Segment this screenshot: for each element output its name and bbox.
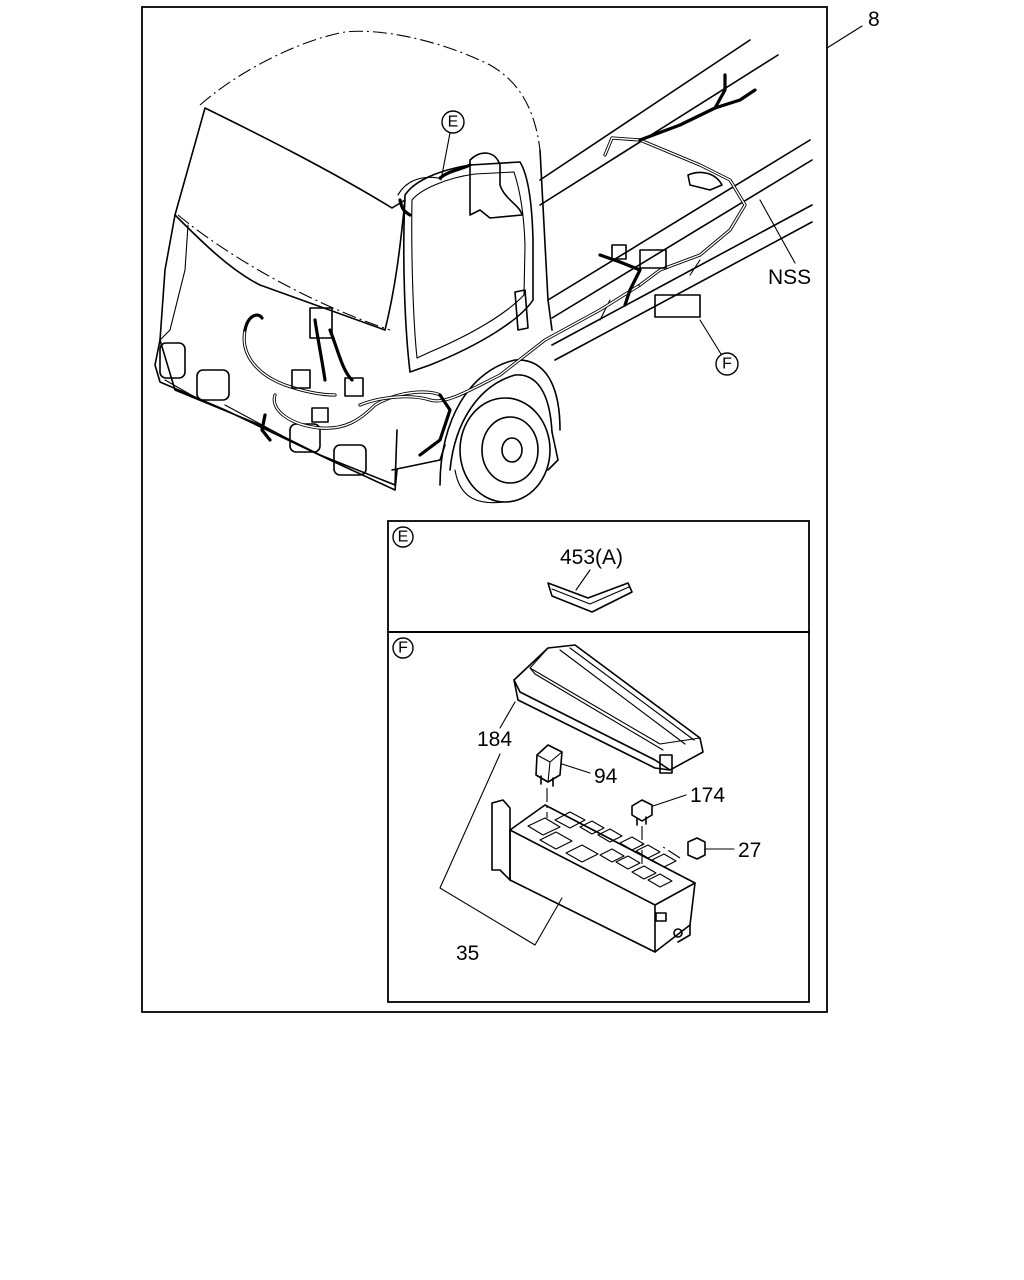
- fuse-27-drop-line: [659, 844, 681, 859]
- detail-panel-f: [387, 631, 810, 1003]
- fuse-27-part: [687, 837, 706, 860]
- callout-e-circle: [441, 110, 465, 134]
- callout-f-letter: F: [722, 356, 732, 373]
- part-27-label: 27: [738, 839, 761, 862]
- part-453a-leader: [575, 569, 591, 591]
- callout-e-letter: E: [448, 114, 459, 131]
- part-94-label: 94: [594, 765, 618, 788]
- page-ref-leader: [826, 25, 863, 49]
- callout-e-leader: [440, 132, 451, 181]
- fusebox-cover: [513, 644, 704, 774]
- detail-panel-e: [387, 520, 810, 633]
- fusebox-base: [491, 799, 696, 953]
- relay-leader: [561, 763, 591, 774]
- assembly-leader: [439, 753, 563, 946]
- fuse-174-part: [631, 799, 653, 826]
- part-174-label: 174: [690, 784, 725, 807]
- panel-e-tag-circle: [392, 526, 414, 548]
- outer-frame: [141, 6, 828, 1013]
- part-35-label: 35: [456, 942, 479, 965]
- part-453a-grommet: [547, 582, 633, 613]
- panel-f-tag-circle: [392, 637, 414, 659]
- callout-f-circle: [715, 352, 739, 376]
- cover-leader: [499, 701, 516, 729]
- callout-f-leader: [699, 319, 722, 355]
- panel-f-tag-letter: F: [398, 640, 408, 657]
- nss-label: NSS: [768, 266, 811, 289]
- page-ref-number: 8: [868, 8, 880, 31]
- truck-illustration: [154, 30, 813, 504]
- panel-e-tag-letter: E: [398, 529, 409, 546]
- fuse-174-leader: [652, 794, 687, 807]
- part-453a-label: 453(A): [560, 546, 623, 569]
- relay-part: [535, 744, 563, 787]
- wire-harness: [242, 73, 796, 457]
- part-184-label: 184: [477, 728, 512, 751]
